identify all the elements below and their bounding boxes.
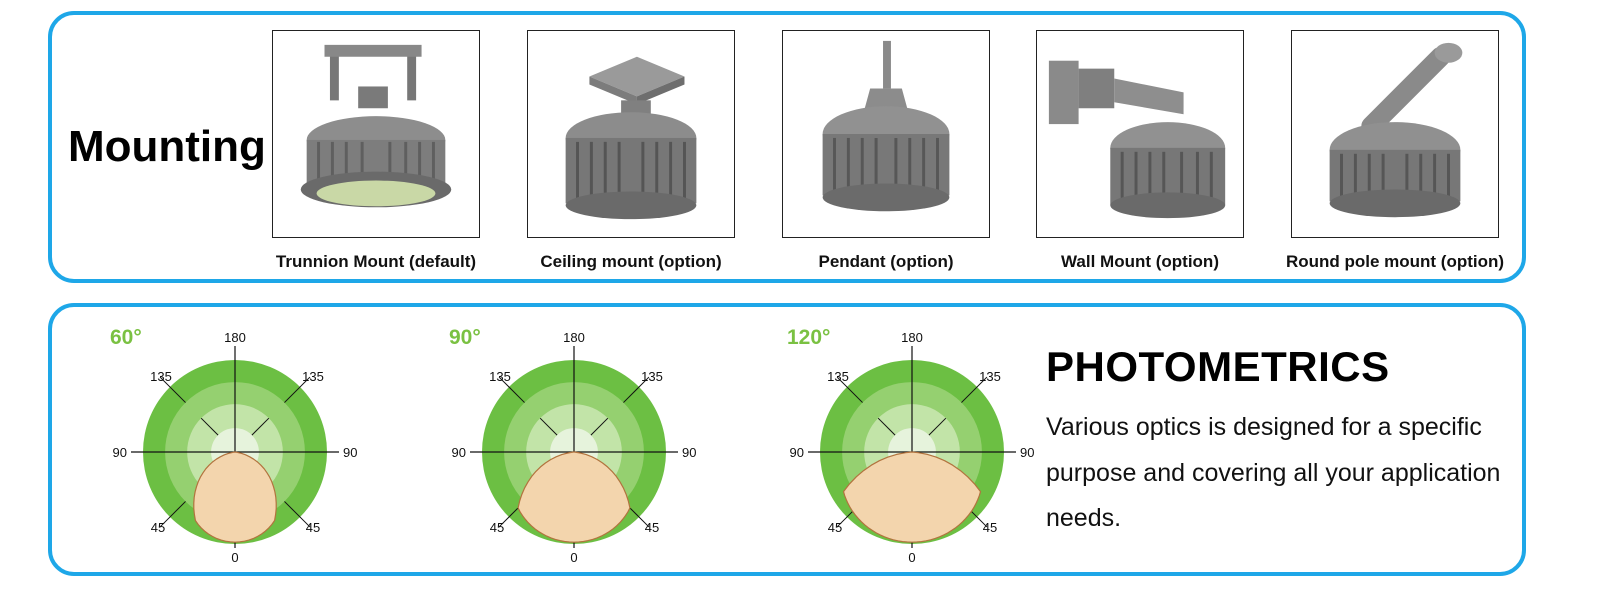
- polar-angle-label-right: 90: [343, 445, 357, 460]
- wall-mount-light-icon: [1048, 60, 1226, 219]
- photometrics-description: Various optics is designed for a specifi…: [1046, 413, 1501, 532]
- beam-distribution-curve: [517, 451, 631, 543]
- mount-image-frame: [782, 30, 990, 238]
- pendant-mount-light-icon: [822, 40, 950, 212]
- polar-diagram: 180 135 135 90 90 45 45 0: [452, 330, 697, 565]
- polar-angle-label-lower-left: 45: [490, 520, 504, 535]
- polar-angle-label-right: 90: [1020, 445, 1034, 460]
- mount-image-frame: [527, 30, 735, 238]
- polar-diagonal-inner: [251, 417, 270, 436]
- polar-angle-label-upper-right: 135: [641, 369, 663, 384]
- polar-angle-label-top: 180: [901, 330, 923, 345]
- polar-angle-label-bottom: 0: [908, 550, 915, 565]
- polar-diagonal-inner: [539, 417, 558, 436]
- polar-angle-label-right: 90: [682, 445, 696, 460]
- beam-angle-label: 60°: [110, 326, 142, 349]
- polar-angle-label-top: 180: [563, 330, 585, 345]
- polar-diagonal-inner: [928, 417, 947, 436]
- polar-diagonal-outer: [961, 376, 988, 403]
- polar-angle-label-lower-left: 45: [151, 520, 165, 535]
- mount-image-frame: [272, 30, 480, 238]
- photometrics-title: PHOTOMETRICS: [1046, 343, 1390, 390]
- polar-diagonal-inner: [590, 417, 609, 436]
- round-pole-mount-light-icon: [1329, 42, 1463, 218]
- polar-angle-label-upper-right: 135: [979, 369, 1001, 384]
- polar-diagonal-outer: [498, 376, 525, 403]
- beam-distribution-curve: [193, 451, 277, 543]
- polar-diagonal-outer: [284, 501, 311, 528]
- polar-diagonal-inner: [877, 417, 896, 436]
- polar-angle-label-upper-left: 135: [489, 369, 511, 384]
- polar-chart-90: 180 135 135 90 90 45 45 0: [449, 322, 699, 572]
- polar-angle-label-top: 180: [224, 330, 246, 345]
- beam-distribution-curve: [842, 451, 982, 543]
- trunnion-mount-light-icon: [300, 44, 452, 208]
- polar-angle-label-upper-left: 135: [150, 369, 172, 384]
- polar-angle-label-lower-left: 45: [828, 520, 842, 535]
- mount-caption: Pendant (option): [818, 252, 954, 271]
- polar-diagonal-inner: [200, 417, 219, 436]
- polar-angle-label-upper-right: 135: [302, 369, 324, 384]
- polar-chart-60: 180 135 135 90 90 45 45 0: [110, 322, 360, 572]
- polar-angle-label-left: 90: [113, 445, 127, 460]
- polar-diagonal-outer: [159, 376, 186, 403]
- polar-angle-label-lower-right: 45: [983, 520, 997, 535]
- photometrics-panel: [48, 303, 1526, 576]
- polar-angle-label-left: 90: [790, 445, 804, 460]
- polar-diagonal-outer: [623, 376, 650, 403]
- polar-diagonal-outer: [159, 501, 186, 528]
- polar-diagonal-outer: [284, 376, 311, 403]
- mount-caption: Wall Mount (option): [1061, 252, 1219, 271]
- polar-diagonal-outer: [836, 376, 863, 403]
- beam-angle-label: 120°: [787, 326, 831, 349]
- mount-image-frame: [1036, 30, 1244, 238]
- polar-angle-label-lower-right: 45: [306, 520, 320, 535]
- beam-angle-label: 90°: [449, 326, 481, 349]
- mounting-panel: [48, 11, 1526, 283]
- mount-caption: Trunnion Mount (default): [275, 252, 477, 271]
- polar-diagram: 180 135 135 90 90 45 45 0: [790, 330, 1035, 565]
- polar-angle-label-lower-right: 45: [645, 520, 659, 535]
- polar-angle-label-upper-left: 135: [827, 369, 849, 384]
- ceiling-mount-light-icon: [565, 56, 697, 220]
- polar-chart-120: 180 135 135 90 90 45 45 0: [787, 322, 1037, 572]
- mounting-title: Mounting: [68, 122, 266, 171]
- polar-angle-label-left: 90: [452, 445, 466, 460]
- mount-image-frame: [1291, 30, 1499, 238]
- polar-angle-label-bottom: 0: [570, 550, 577, 565]
- mount-caption: Round pole mount (option): [1285, 252, 1505, 271]
- mount-caption: Ceiling mount (option): [540, 252, 722, 271]
- polar-diagram: 180 135 135 90 90 45 45 0: [113, 330, 358, 565]
- polar-angle-label-bottom: 0: [231, 550, 238, 565]
